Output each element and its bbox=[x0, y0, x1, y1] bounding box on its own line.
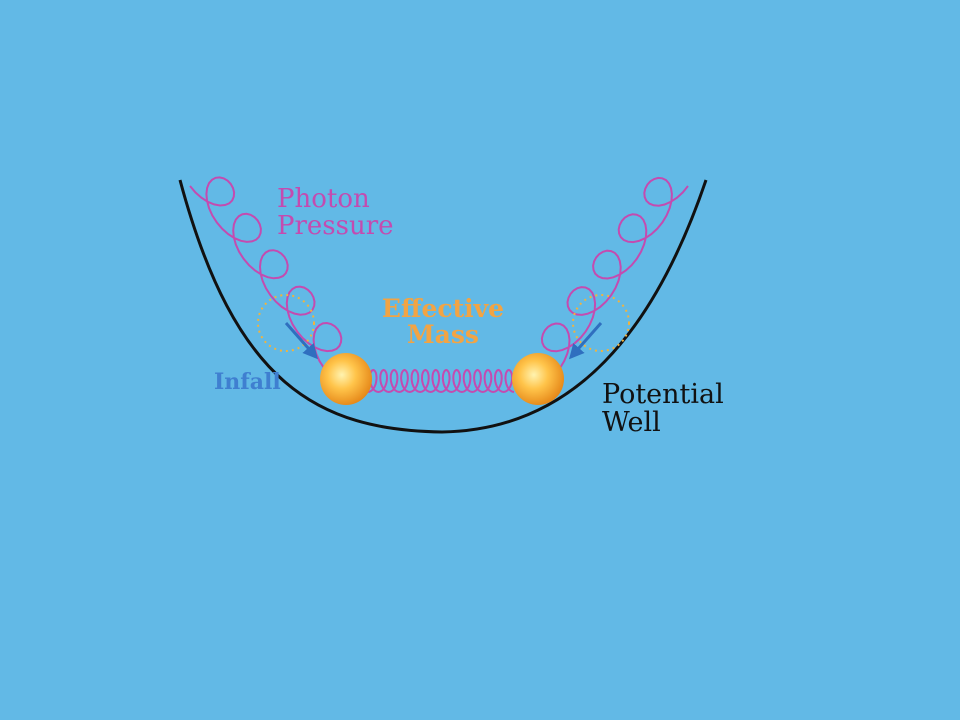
effective-mass-label: Effective Mass bbox=[378, 294, 508, 350]
photon-pressure-label-line1: Photon bbox=[277, 184, 370, 214]
effective-mass-label-line2: Mass bbox=[406, 320, 480, 350]
effective-mass-label-line1: Effective bbox=[381, 294, 505, 323]
potential-well-label: Potential Well bbox=[602, 379, 724, 439]
left-mass-ball bbox=[320, 353, 372, 405]
photon-pressure-label-line2: Pressure bbox=[277, 211, 394, 242]
left-dotted-circle bbox=[257, 294, 315, 352]
right-mass-ball bbox=[512, 353, 564, 405]
potential-well-label-line1: Potential bbox=[602, 379, 724, 410]
potential-well-curve bbox=[178, 179, 708, 434]
right-infall-arrow bbox=[569, 322, 603, 360]
right-photon-spring bbox=[540, 176, 689, 369]
infall-label-text: Infall bbox=[214, 369, 281, 395]
photon-pressure-label: Photon Pressure bbox=[277, 184, 394, 242]
left-infall-arrow bbox=[284, 322, 318, 360]
left-photon-spring bbox=[189, 176, 343, 369]
middle-photon-spring bbox=[367, 368, 515, 394]
potential-well-label-line2: Well bbox=[602, 407, 661, 439]
right-dotted-circle bbox=[572, 294, 630, 352]
infall-label: Infall bbox=[214, 369, 281, 395]
